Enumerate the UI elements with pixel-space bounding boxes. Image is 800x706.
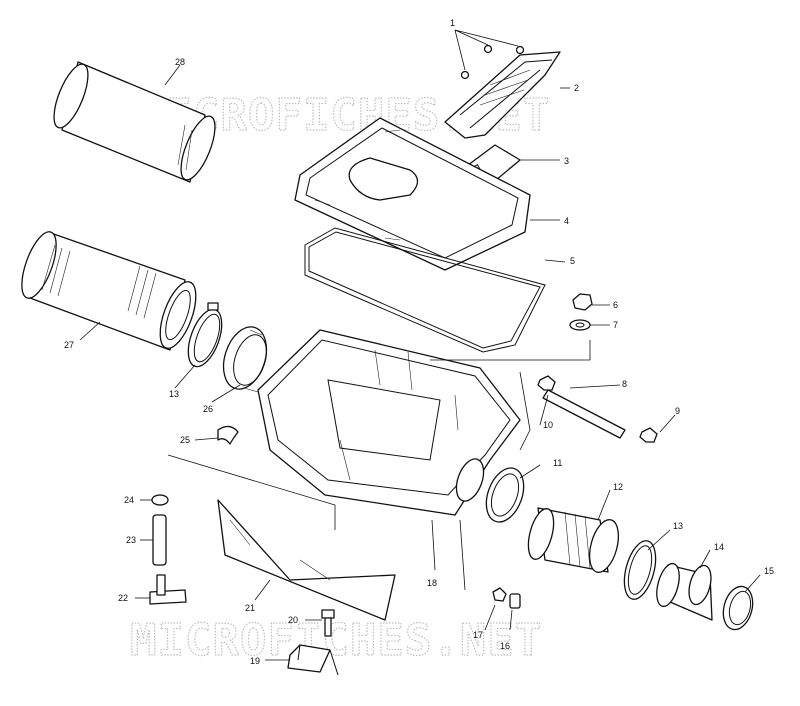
part-25-clip [217, 425, 239, 445]
part-20-bolt [321, 609, 335, 637]
part-22-tee-fitting [149, 574, 187, 605]
callout-20: 20 [288, 615, 298, 625]
callout-26: 26 [203, 404, 213, 414]
callout-11: 11 [553, 458, 562, 468]
part-28-prefilter-sleeve [53, 61, 216, 183]
part-11-gasket-ring [485, 467, 525, 523]
callout-18: 18 [427, 578, 437, 588]
callout-6: 6 [613, 300, 618, 310]
part-21-cover-plate [217, 499, 396, 621]
callout-13-right: 13 [673, 521, 683, 531]
callout-9: 9 [675, 406, 680, 416]
part-8-rod [542, 389, 626, 439]
part-26-adapter [222, 326, 268, 393]
part-23-hose [152, 514, 167, 566]
callout-13-left: 13 [169, 389, 179, 399]
part-1-screws [460, 44, 525, 80]
callout-27: 27 [64, 340, 74, 350]
part-12-intake-boot [527, 507, 620, 573]
part-4-airbox-cover [294, 117, 531, 271]
part-15-clamp [722, 585, 754, 631]
callout-21: 21 [245, 603, 255, 613]
callout-labels: 1 2 3 4 5 6 7 8 9 10 11 12 13 13 14 15 1… [64, 18, 774, 666]
part-9-nut [639, 427, 658, 443]
callout-25: 25 [180, 435, 190, 445]
callout-24: 24 [124, 495, 134, 505]
part-24-clamp [151, 494, 169, 506]
callout-15: 15 [764, 566, 774, 576]
callout-7: 7 [613, 320, 618, 330]
callout-22: 22 [118, 593, 128, 603]
callout-28: 28 [175, 57, 185, 67]
part-13-clamp-left [187, 302, 223, 368]
callout-19: 19 [250, 656, 260, 666]
callout-12: 12 [613, 482, 623, 492]
callout-1: 1 [450, 18, 455, 28]
callout-16: 16 [500, 641, 510, 651]
part-10-nut [537, 375, 556, 391]
part-14-outlet-boot [656, 562, 713, 621]
callout-2: 2 [574, 83, 579, 93]
part-19-bracket [287, 644, 339, 676]
part-7-washer [569, 319, 591, 331]
callout-8: 8 [622, 379, 627, 389]
part-13-clamp-right [623, 540, 657, 600]
callout-17: 17 [473, 630, 483, 640]
callout-14: 14 [714, 542, 724, 552]
part-6-nut [572, 293, 593, 311]
callout-23: 23 [126, 535, 136, 545]
leader-lines [79, 29, 761, 661]
callout-4: 4 [564, 216, 569, 226]
part-27-air-filter [21, 231, 197, 351]
callout-3: 3 [564, 156, 569, 166]
part-17-fitting [492, 587, 507, 602]
watermark-bottom: MICROFICHES.NET [130, 615, 542, 666]
part-5-gasket [304, 227, 546, 353]
callout-10: 10 [543, 420, 553, 430]
callout-5: 5 [570, 256, 575, 266]
part-2-intake-snorkel [444, 51, 561, 139]
part-18-airbox-body [257, 329, 521, 516]
part-16-fitting [509, 593, 521, 609]
